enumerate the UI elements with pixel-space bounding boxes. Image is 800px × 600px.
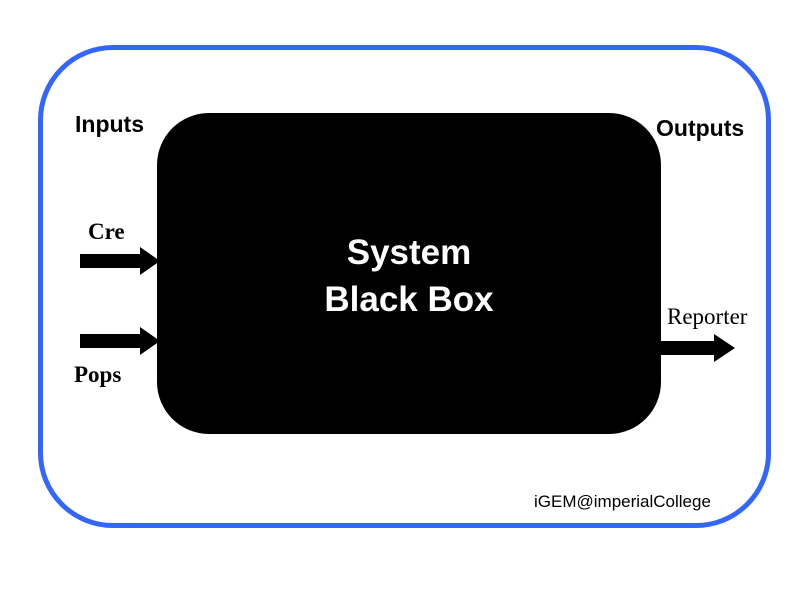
arrow-right-icon <box>660 334 735 362</box>
input-arrow-pops <box>80 327 160 355</box>
system-black-box: System Black Box <box>157 113 661 434</box>
arrow-right-icon <box>80 247 160 275</box>
output-arrow-reporter <box>660 334 735 362</box>
input-label-cre: Cre <box>88 219 125 244</box>
output-label-reporter: Reporter <box>667 304 748 329</box>
inputs-heading: Inputs <box>75 111 144 137</box>
black-box-title-line2: Black Box <box>324 280 494 319</box>
system-boundary-frame <box>38 45 771 528</box>
outputs-heading: Outputs <box>656 115 745 141</box>
input-arrow-cre <box>80 247 160 275</box>
input-label-pops: Pops <box>74 362 122 387</box>
arrow-right-icon <box>80 327 160 355</box>
black-box-title: System Black Box <box>157 229 661 323</box>
footer-credit: iGEM@imperialCollege <box>534 492 711 511</box>
black-box-title-line1: System <box>346 233 472 272</box>
